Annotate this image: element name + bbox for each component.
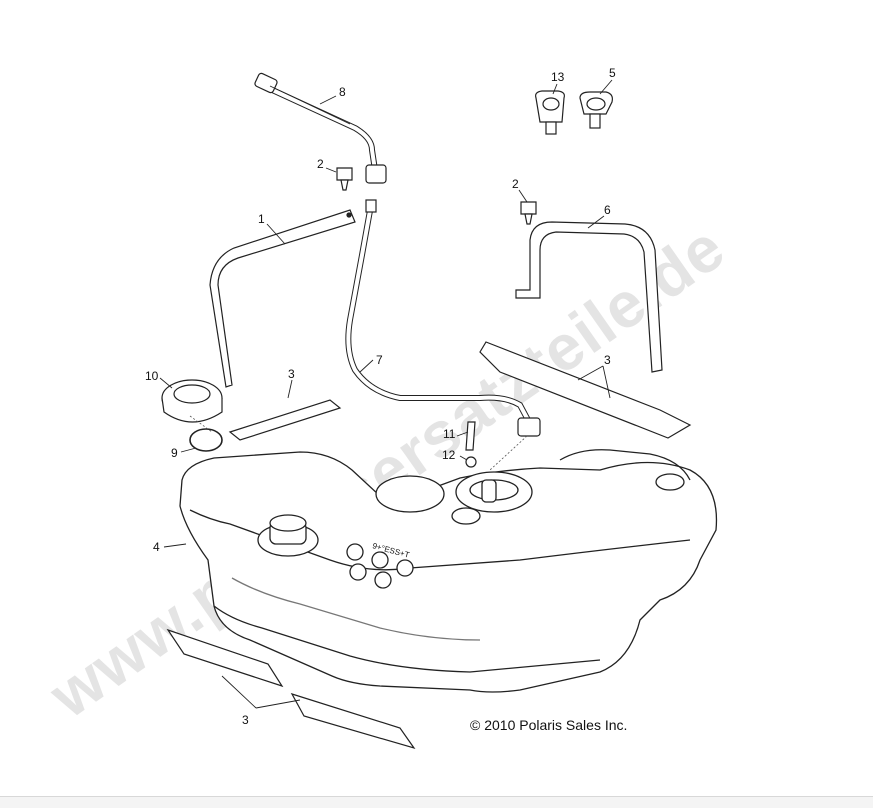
- vent-hose-part-8: [254, 72, 387, 184]
- pad-part-3-lower-left: [166, 628, 284, 688]
- fuel-tank-part-4: [179, 449, 718, 693]
- bolt-part-2-left: [336, 167, 353, 191]
- callout-7: 7: [376, 353, 383, 367]
- bolt-part-2-right: [520, 201, 537, 225]
- pad-part-3-lower-mid: [290, 692, 416, 750]
- strap-part-1: [209, 209, 356, 388]
- callout-13: 13: [551, 70, 565, 84]
- callout-3-upper-right: 3: [604, 353, 611, 367]
- callout-2-left: 2: [317, 157, 324, 171]
- callout-10: 10: [145, 369, 159, 383]
- callout-12: 12: [442, 448, 456, 462]
- callout-4: 4: [153, 540, 160, 554]
- callout-9: 9: [171, 446, 178, 460]
- callout-6: 6: [604, 203, 611, 217]
- callout-3-lower: 3: [242, 713, 249, 727]
- ring-part-12: [465, 456, 477, 468]
- leader-lines: [159, 79, 613, 709]
- copyright-notice: © 2010 Polaris Sales Inc.: [470, 717, 627, 733]
- callout-11: 11: [443, 427, 456, 441]
- tube-part-11: [465, 421, 476, 451]
- clip-part-13: [535, 90, 565, 135]
- clip-part-5: [579, 91, 613, 129]
- callout-2-right: 2: [512, 177, 519, 191]
- callout-3-upper-left: 3: [288, 367, 295, 381]
- pad-part-3-upper-right: [479, 341, 692, 439]
- pad-part-3-upper-left: [228, 399, 342, 441]
- assembly-guide-lines: [189, 415, 528, 471]
- bottom-bar: [0, 796, 873, 808]
- strap-part-6: [515, 221, 663, 373]
- callout-1: 1: [258, 212, 265, 226]
- callout-8: 8: [339, 85, 346, 99]
- fuel-line-part-7: [345, 199, 541, 437]
- o-ring-part-9: [189, 428, 223, 452]
- callout-5: 5: [609, 66, 616, 80]
- fuel-cap-part-10: [161, 379, 223, 423]
